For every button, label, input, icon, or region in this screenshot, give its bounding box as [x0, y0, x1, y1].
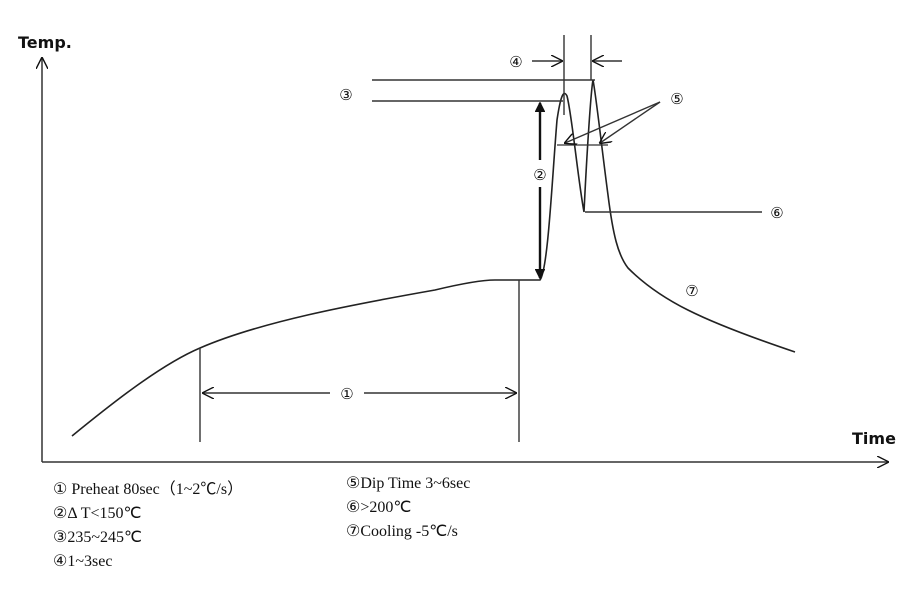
legend-right: ⑤Dip Time 3~6sec ⑥>200℃ ⑦Cooling -5℃/s	[346, 472, 470, 544]
legend-item-peak-time: ④1~3sec	[53, 553, 113, 570]
x-axis-label: Time	[852, 429, 896, 448]
marker-2: ②	[533, 166, 546, 184]
marker-3: ③	[339, 86, 352, 104]
dip-pointer-right	[600, 101, 661, 143]
legend-item-delta-t: ②Δ T<150℃	[53, 505, 142, 522]
legend-item-preheat: ① Preheat 80sec（1~2℃/s）	[53, 481, 244, 498]
dip-pointer-left	[565, 101, 661, 143]
temperature-profile-curve	[71, 79, 796, 437]
marker-4: ④	[509, 53, 522, 71]
legend-item-above-200: ⑥>200℃	[346, 499, 412, 516]
y-axis-label: Temp.	[18, 33, 72, 52]
legend-item-peak-temp: ③235~245℃	[53, 529, 142, 546]
marker-1: ①	[340, 385, 353, 403]
legend-item-cooling: ⑦Cooling -5℃/s	[346, 523, 458, 540]
legend-item-dip-time: ⑤Dip Time 3~6sec	[346, 475, 471, 492]
marker-7: ⑦	[685, 282, 698, 300]
marker-5: ⑤	[670, 90, 683, 108]
marker-6: ⑥	[770, 204, 783, 222]
legend-left: ① Preheat 80sec（1~2℃/s） ②Δ T<150℃ ③235~2…	[53, 478, 243, 574]
